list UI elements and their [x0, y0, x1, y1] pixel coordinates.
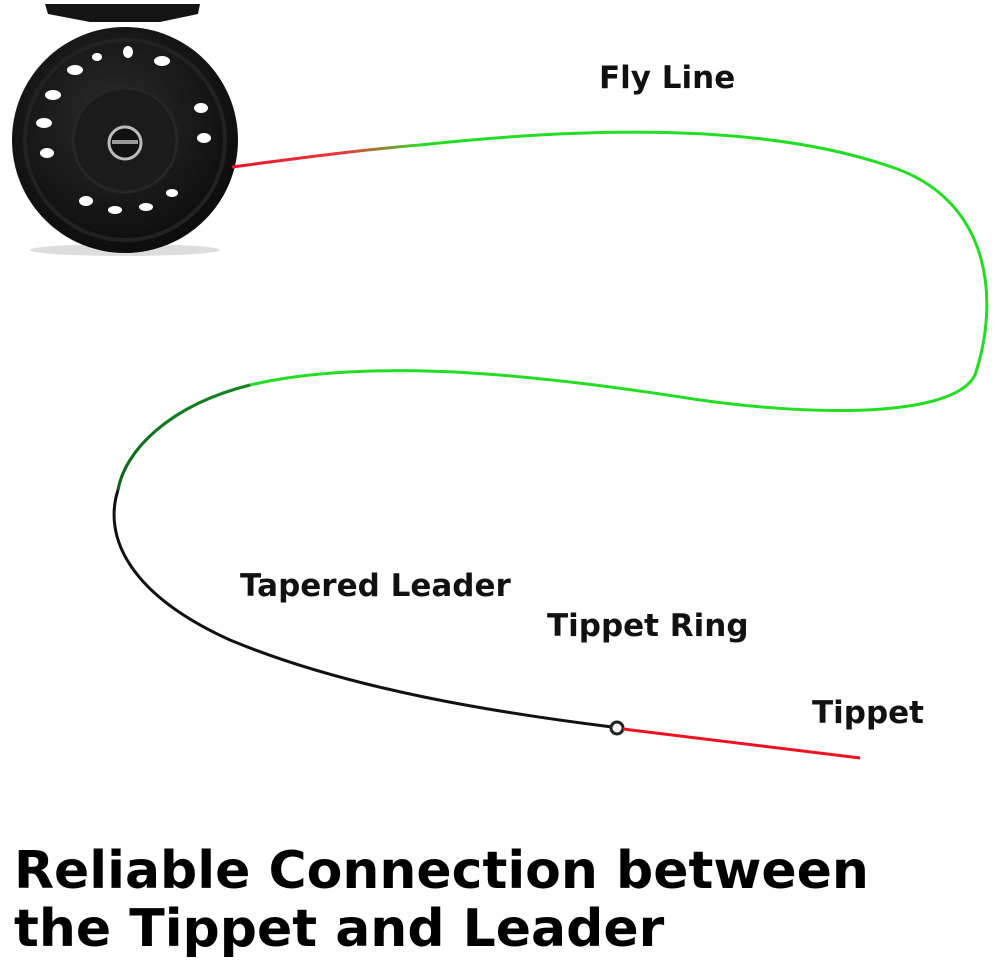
- tippet-label: Tippet: [812, 695, 924, 731]
- tapered-leader-label: Tapered Leader: [240, 568, 511, 604]
- headline-line-2: the Tippet and Leader: [14, 899, 665, 959]
- headline: Reliable Connection between the Tippet a…: [14, 842, 869, 958]
- fly-line-label: Fly Line: [599, 60, 736, 96]
- tapered-leader-line: [112, 489, 613, 729]
- headline-line-1: Reliable Connection between: [14, 841, 869, 901]
- fly-line: [116, 130, 989, 491]
- tippet-ring: [609, 720, 625, 736]
- fly-line-tip: [116, 383, 251, 491]
- fly-reel-image: [12, 4, 238, 253]
- tippet-ring-label: Tippet Ring: [547, 608, 749, 644]
- tippet-line: [622, 727, 861, 760]
- backing-line: [231, 143, 421, 169]
